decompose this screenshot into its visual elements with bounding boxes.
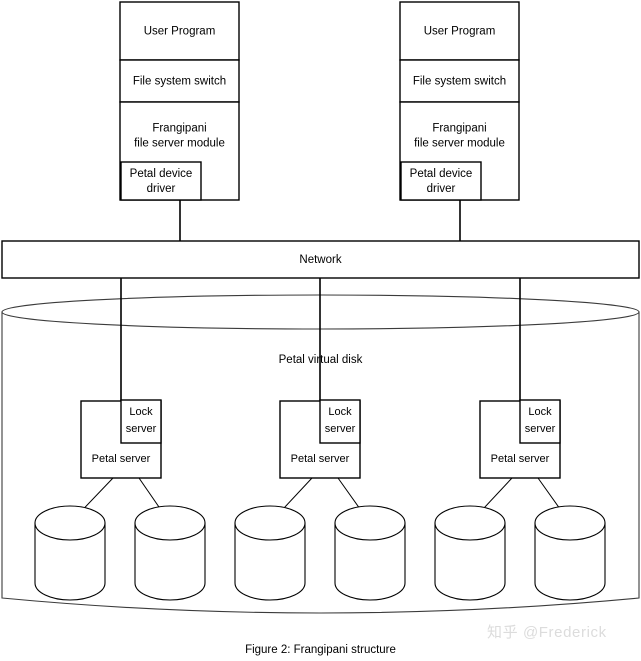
lock-server-label-2-line2: server <box>325 423 356 435</box>
petal-server-label-2: Petal server <box>291 453 350 465</box>
disk-cylinder <box>134 505 206 601</box>
figure-caption: Figure 2: Frangipani structure <box>245 644 396 656</box>
disk-cylinder <box>434 505 506 601</box>
host-left-stack <box>119 1 240 201</box>
lock-server-label-1-line2: server <box>126 423 157 435</box>
host-right-stack <box>399 1 520 201</box>
disk-cylinder <box>234 505 306 601</box>
lock-server-label-2-line1: Lock <box>328 406 352 418</box>
disk-cylinder <box>534 505 606 601</box>
host-left-file-system-switch-label: File system switch <box>133 76 226 88</box>
host-right-frangipani-label-line2: file server module <box>414 138 505 150</box>
petal-server-group-2: Petal server Lock server <box>269 399 371 524</box>
host-right-frangipani-label-line1: Frangipani <box>432 123 486 135</box>
petal-server-label-1: Petal server <box>92 453 151 465</box>
watermark: 知乎 @Frederick <box>487 624 607 641</box>
host-left-user-program-label: User Program <box>144 26 216 38</box>
host-right-file-system-switch-label: File system switch <box>413 76 506 88</box>
host-left-frangipani-label-line2: file server module <box>134 138 225 150</box>
host-right-petal-device-driver-label-line2: driver <box>427 183 456 195</box>
lock-server-label-3-line2: server <box>525 423 556 435</box>
petal-virtual-disk-label: Petal virtual disk <box>279 354 363 366</box>
host-right-user-program-label: User Program <box>424 26 496 38</box>
lock-server-label-3-line1: Lock <box>528 406 552 418</box>
disk-cylinder <box>334 505 406 601</box>
host-left-petal-device-driver-label-line2: driver <box>147 183 176 195</box>
disk-cylinder <box>34 505 106 601</box>
petal-server-group-1: Petal server Lock server <box>69 399 171 524</box>
petal-server-label-3: Petal server <box>491 453 550 465</box>
host-right-petal-device-driver-label-line1: Petal device <box>410 168 473 180</box>
network-label: Network <box>299 254 341 266</box>
petal-server-group-3: Petal server Lock server <box>469 399 571 524</box>
host-left-petal-device-driver-label-line1: Petal device <box>130 168 193 180</box>
host-left-frangipani-label-line1: Frangipani <box>152 123 206 135</box>
network-box <box>1 240 640 279</box>
lock-server-label-1-line1: Lock <box>129 406 153 418</box>
